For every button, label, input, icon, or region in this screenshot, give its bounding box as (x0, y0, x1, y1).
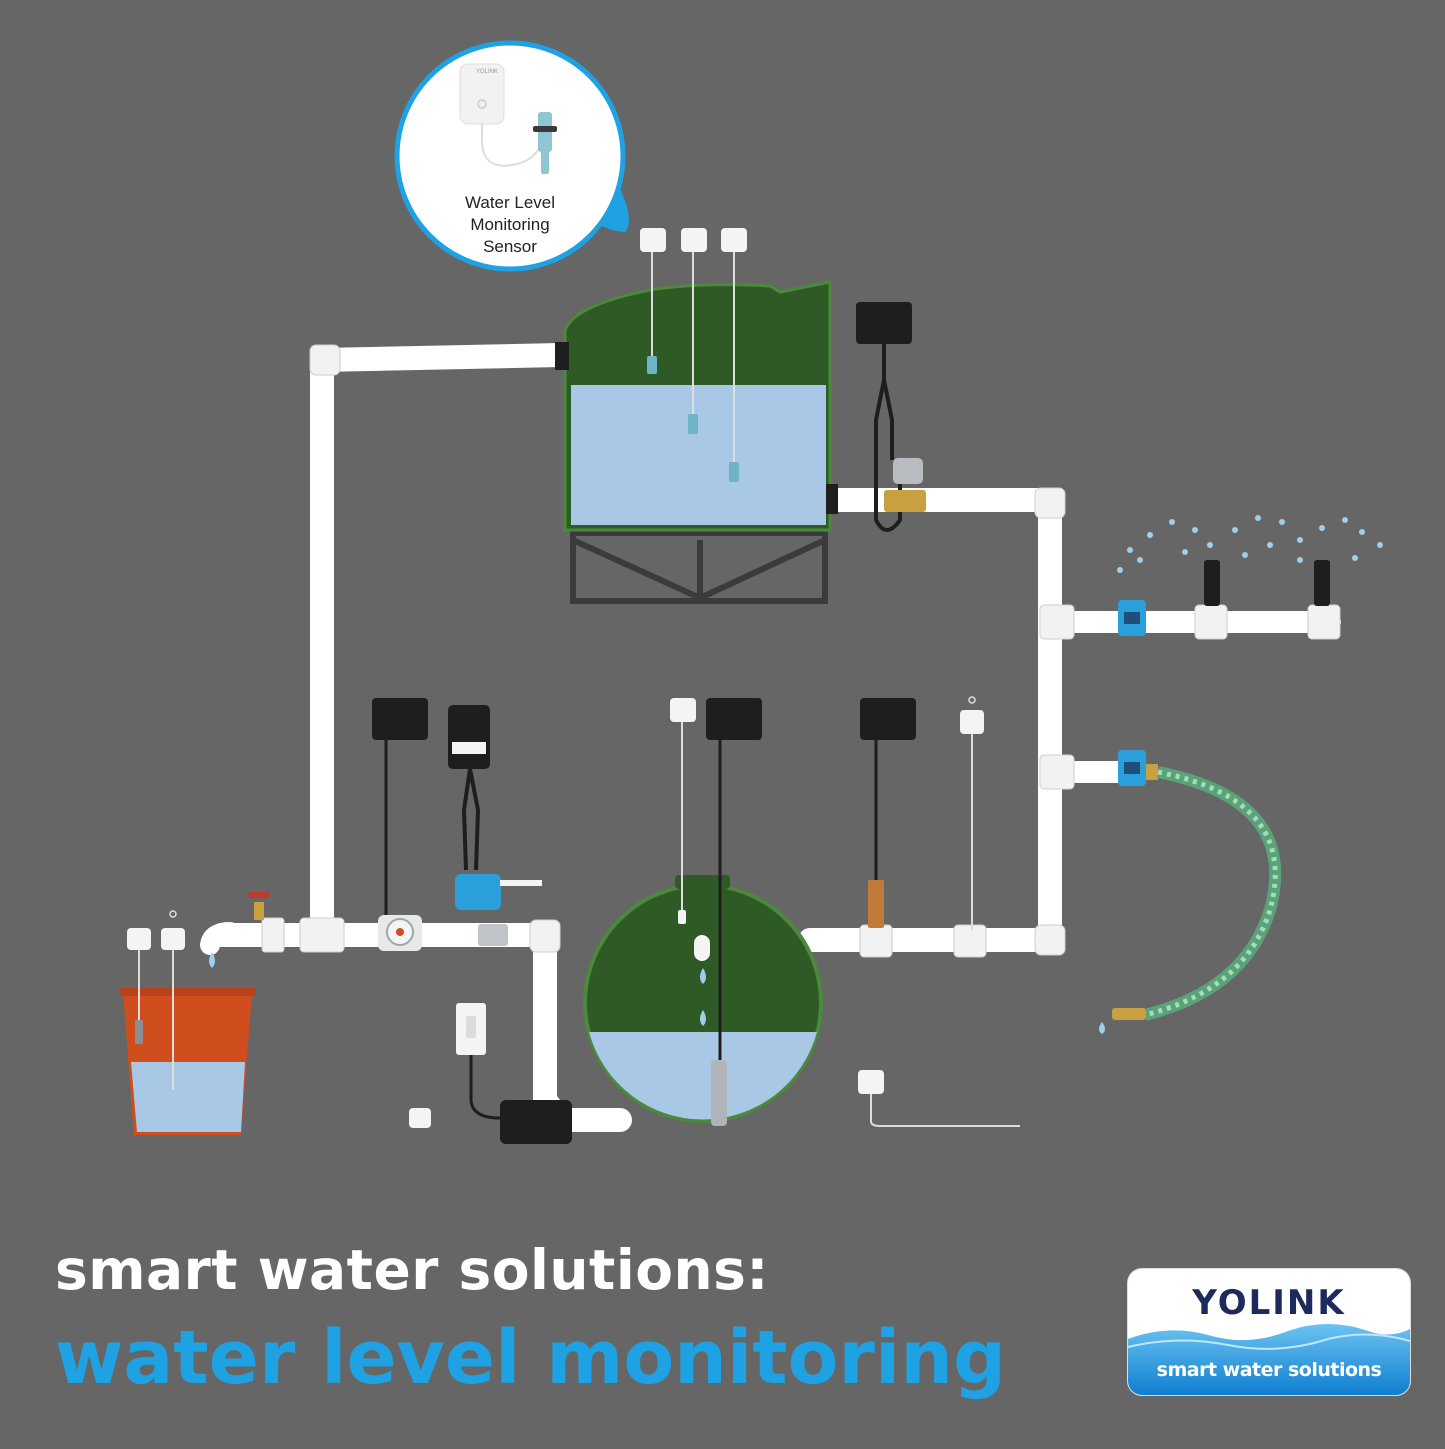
hose-icon (1099, 766, 1282, 1034)
sensor-brand-mark: YOLINK (475, 69, 498, 75)
headline: smart water solutions: (55, 1238, 769, 1302)
motorized-valve-icon (455, 874, 542, 946)
water-level-sensor-icon (670, 698, 696, 924)
water-level-sensor-icon (640, 228, 666, 374)
sprinkler-spray (1117, 515, 1383, 573)
callout-line-3: Sensor (483, 237, 537, 256)
submersible-pump-icon (706, 698, 762, 1126)
water-level-sensor-icon (161, 910, 185, 1090)
callout-label: Water Level Monitoring Sensor (430, 192, 590, 258)
water-meter-icon (378, 915, 422, 951)
motorized-valve-icon (884, 458, 926, 512)
callout-line-2: Monitoring (470, 215, 550, 234)
wall-switch-icon (456, 1003, 501, 1120)
hub-box-icon (860, 698, 916, 928)
subline: water level monitoring (55, 1315, 1006, 1401)
flow-meter-icon (1118, 600, 1158, 786)
wave-graphic (1128, 1324, 1410, 1395)
faucet-icon (209, 892, 270, 968)
tank-level-sensors (640, 228, 747, 482)
logo-brand: YOLINK (1192, 1283, 1346, 1323)
bucket (119, 988, 256, 1135)
leak-sensor-icon (409, 1108, 431, 1128)
logo-tagline: smart water solutions (1156, 1359, 1382, 1381)
bottom-tank (583, 875, 823, 1123)
water-level-sensor-icon (127, 928, 151, 1044)
water-level-sensor-icon (721, 228, 747, 482)
temperature-probe-icon (858, 1070, 1020, 1127)
brand-logo: YOLINK smart water solutions (1128, 1269, 1410, 1395)
controller-hub-icon (448, 705, 490, 871)
pipe-fittings (261, 344, 1341, 958)
hub-box-icon (372, 698, 428, 920)
hub-box-icon (856, 302, 912, 532)
sensor-callout (394, 40, 629, 272)
water-level-sensor-icon (681, 228, 707, 434)
callout-line-1: Water Level (464, 193, 556, 212)
pump-motor-icon (500, 1100, 572, 1144)
sprinkler-icon (1204, 560, 1330, 606)
water-level-sensor-icon (960, 696, 984, 930)
top-tank (555, 280, 838, 604)
